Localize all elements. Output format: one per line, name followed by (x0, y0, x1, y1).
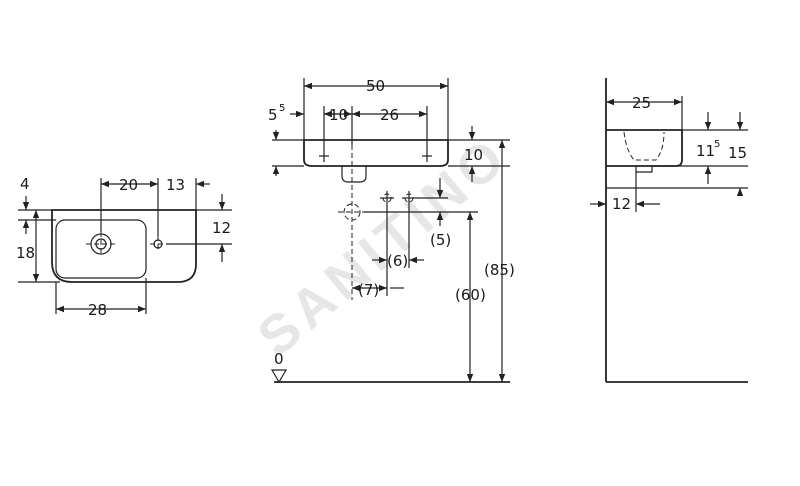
dim-rim-height: (85) (484, 261, 515, 279)
dim-waste-height: (60) (455, 286, 486, 304)
dim-inner-depth: 11 (696, 142, 715, 160)
dim-overall-width: 50 (366, 77, 385, 95)
dim-inner-depth-sup: 5 (714, 139, 720, 150)
dim-left-offset: 5 (268, 106, 278, 124)
dim-pipe-offset: (7) (358, 281, 379, 299)
dim-pipe-vertical: (5) (430, 231, 451, 249)
dim-tap-distance: 20 (119, 176, 138, 194)
dim-pipe-spacing: (6) (387, 252, 408, 270)
floor-level-label: 0 (274, 350, 284, 368)
front-view: 50 5 5 10 26 10 (5) (6) (7) (268, 77, 515, 384)
dim-top-offset: 4 (20, 175, 30, 193)
dim-depth: 25 (632, 94, 651, 112)
dim-tap-spacing: 26 (380, 106, 399, 124)
dim-left-offset-sup: 5 (279, 103, 285, 114)
dim-tap-offset: 10 (329, 106, 348, 124)
dim-wall-offset: 12 (612, 195, 631, 213)
dim-overflow-distance: 13 (166, 176, 185, 194)
side-view: 25 11 5 15 12 (590, 78, 748, 383)
dim-bowl-width: 28 (88, 301, 107, 319)
dim-thickness: 10 (464, 146, 483, 164)
dim-right-height: 12 (212, 219, 231, 237)
dim-height: 18 (16, 244, 35, 262)
dim-outer-depth: 15 (728, 144, 747, 162)
plan-view: 4 18 20 13 12 28 (16, 175, 232, 319)
